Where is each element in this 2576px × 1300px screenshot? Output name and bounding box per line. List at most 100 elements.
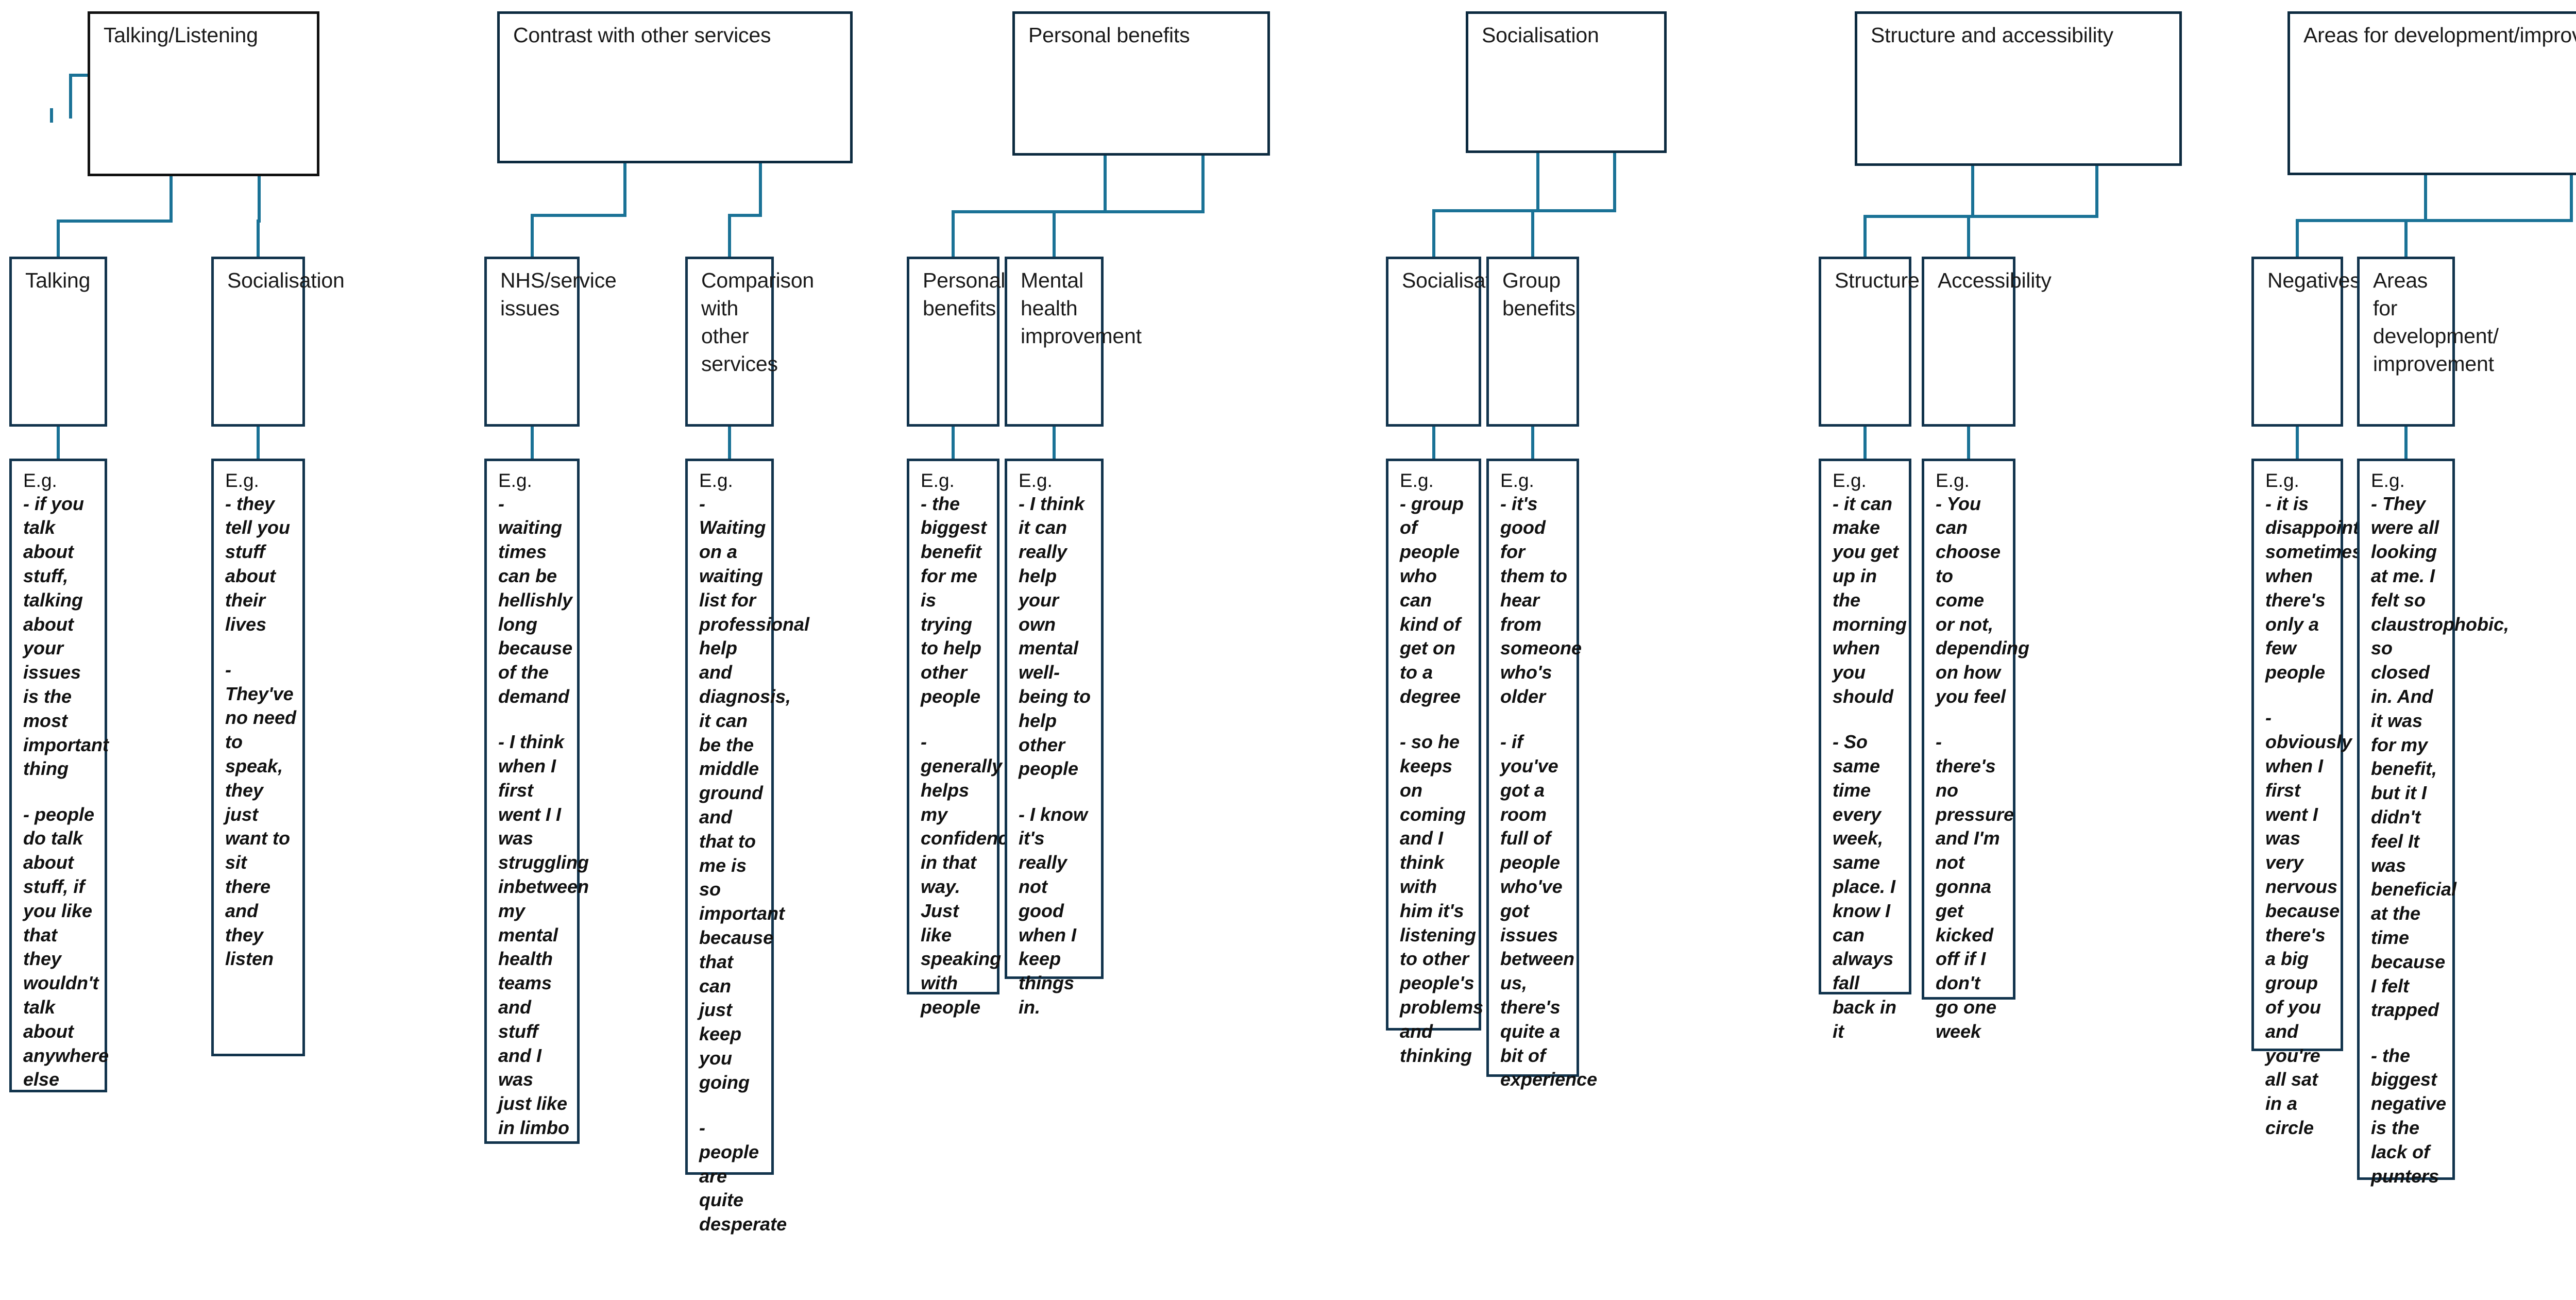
- quote-box[interactable]: E.g. - They were all looking at me. I fe…: [2357, 459, 2515, 1187]
- theme-box-talking-listening[interactable]: Talking/Listening: [88, 11, 319, 176]
- connector-vertical: [2095, 166, 2098, 215]
- connector-vertical: [952, 427, 955, 459]
- theme-label: Personal benefits: [1028, 23, 1190, 47]
- theme-box-socialisation[interactable]: Socialisation: [1466, 11, 1667, 153]
- connector-vertical: [257, 427, 260, 459]
- quote-box[interactable]: E.g. - if you talk about stuff, talking …: [9, 459, 114, 1092]
- eg-label: E.g.: [921, 470, 955, 491]
- subtheme-box-nhs-service-issues[interactable]: NHS/service issues: [484, 257, 617, 427]
- connector-vertical: [728, 427, 731, 459]
- quote-box[interactable]: E.g. - it's good for them to hear from s…: [1486, 459, 1597, 1090]
- subtheme-label: Negatives: [2267, 268, 2361, 292]
- connector-vertical: [258, 176, 261, 220]
- quote-box[interactable]: E.g. - waiting times can be hellishly lo…: [484, 459, 589, 1144]
- subtheme-box-socialisation[interactable]: Socialisation: [1386, 257, 1519, 427]
- quote-text: - people are quite desperate: [699, 1117, 787, 1235]
- connector-horizontal: [1967, 215, 2098, 218]
- quote-box[interactable]: E.g. - Waiting on a waiting list for pro…: [685, 459, 815, 1235]
- connector-horizontal: [2404, 219, 2573, 223]
- subtheme-label: Mental health improvement: [1021, 268, 1142, 348]
- connector-vertical: [2404, 219, 2408, 257]
- connector-vertical: [952, 210, 955, 257]
- subtheme-box-accessibility[interactable]: Accessibility: [1922, 257, 2052, 427]
- eg-label: E.g.: [2265, 470, 2299, 491]
- connector-horizontal: [1053, 210, 1205, 213]
- connector-vertical: [1971, 166, 1974, 215]
- theme-box-personal-benefits[interactable]: Personal benefits: [1012, 11, 1270, 156]
- quote-text: - They've no need to speak, they just wa…: [225, 659, 302, 970]
- subtheme-label: Areas for development/ improvement: [2373, 268, 2499, 376]
- quote-text: - generally helps my confidence in that …: [921, 731, 1019, 1018]
- connector-vertical: [1863, 215, 1867, 257]
- connector-horizontal: [530, 213, 627, 217]
- subtheme-label: Socialisation: [1402, 268, 1519, 292]
- subtheme-box-areas-for-development-improvement[interactable]: Areas for development/ improvement: [2357, 257, 2499, 427]
- quote-text: - I think it can really help your own me…: [1019, 493, 1096, 780]
- quote-text: - it's good for them to hear from someon…: [1500, 493, 1587, 707]
- quote-text: - if you've got a room full of people wh…: [1500, 731, 1598, 1090]
- quote-box[interactable]: E.g. - group of people who can kind of g…: [1386, 459, 1483, 1066]
- connector-vertical: [2424, 175, 2428, 220]
- quote-box[interactable]: E.g. - it can make you get up in the mor…: [1819, 459, 1912, 1042]
- connector-horizontal: [1863, 215, 1974, 218]
- connector-vertical: [1967, 215, 1970, 257]
- subtheme-label: Socialisation: [227, 268, 345, 292]
- connector-vertical: [2296, 219, 2299, 257]
- eg-label: E.g.: [1400, 470, 1434, 491]
- connector-vertical: [1053, 427, 1056, 459]
- quote-text: - waiting times can be hellishly long be…: [498, 493, 578, 707]
- quote-box[interactable]: E.g. - it is disappointing sometimes whe…: [2251, 459, 2387, 1138]
- subtheme-box-group-benefits[interactable]: Group benefits: [1486, 257, 1579, 427]
- quote-text: - the biggest negative is the lack of pu…: [2371, 1044, 2452, 1187]
- connector-vertical: [1863, 427, 1867, 459]
- subtheme-label: Talking: [25, 268, 91, 292]
- theme-label: Socialisation: [1482, 23, 1599, 47]
- quote-text: - they tell you stuff about their lives: [225, 493, 296, 635]
- connector-vertical: [1432, 427, 1435, 459]
- theme-label: Contrast with other services: [513, 23, 771, 47]
- quote-text: - if you talk about stuff, talking about…: [23, 493, 114, 780]
- quote-text: - obviously when I first went I was very…: [2265, 707, 2358, 1138]
- eg-label: E.g.: [1936, 470, 1970, 491]
- connector-horizontal: [57, 220, 173, 223]
- subtheme-box-structure[interactable]: Structure: [1819, 257, 1920, 427]
- quote-text: - so he keeps on coming and I think with…: [1400, 731, 1484, 1066]
- eg-label: E.g.: [1019, 470, 1053, 491]
- quote-box[interactable]: E.g. - You can choose to come or not, de…: [1922, 459, 2029, 1042]
- connector-vertical: [1201, 156, 1205, 210]
- subtheme-label: Structure: [1835, 268, 1920, 292]
- quote-text: - group of people who can kind of get on…: [1400, 493, 1469, 707]
- subtheme-box-talking[interactable]: Talking: [9, 257, 107, 427]
- theme-label: Talking/Listening: [104, 23, 258, 47]
- quote-box[interactable]: E.g. - I think it can really help your o…: [1005, 459, 1104, 1018]
- connector-horizontal: [728, 213, 762, 217]
- subtheme-box-personal-benefits[interactable]: Personal benefits: [907, 257, 1005, 427]
- theme-box-contrast-with-other-services[interactable]: Contrast with other services: [497, 11, 853, 163]
- connector-horizontal: [69, 74, 104, 77]
- subtheme-box-socialisation[interactable]: Socialisation: [211, 257, 345, 427]
- connector-vertical: [1613, 153, 1616, 209]
- quote-text: - Waiting on a waiting list for professi…: [699, 493, 815, 1093]
- connector-horizontal: [2296, 219, 2428, 223]
- eg-label: E.g.: [498, 470, 532, 491]
- quote-text: - They were all looking at me. I felt so…: [2371, 493, 2515, 1021]
- subtheme-box-negatives[interactable]: Negatives: [2251, 257, 2361, 427]
- eg-label: E.g.: [2371, 470, 2405, 491]
- connector-vertical: [1536, 153, 1540, 209]
- subtheme-label: Group benefits: [1502, 268, 1576, 320]
- connector-horizontal: [952, 210, 1107, 213]
- connector-horizontal: [1531, 209, 1616, 212]
- connector-vertical: [1053, 210, 1056, 257]
- eg-label: E.g.: [1833, 470, 1867, 491]
- quote-text: - it can make you get up in the morning …: [1833, 493, 1912, 707]
- connector-vertical: [57, 220, 60, 257]
- quote-text: - people do talk about stuff, if you lik…: [23, 803, 114, 1090]
- subtheme-box-mental-health-improvement[interactable]: Mental health improvement: [1005, 257, 1142, 427]
- theme-box-structure-and-accessibility[interactable]: Structure and accessibility: [1855, 11, 2182, 166]
- quote-text: - the biggest benefit for me is trying t…: [921, 493, 992, 707]
- quote-box[interactable]: E.g. - they tell you stuff about their l…: [211, 459, 305, 1056]
- theme-box-areas-for-development-improvement[interactable]: Areas for development/improvement: [2287, 11, 2576, 175]
- subtheme-box-comparison-with-other-services[interactable]: Comparison with other services: [685, 257, 814, 427]
- quote-box[interactable]: E.g. - the biggest benefit for me is try…: [907, 459, 1019, 1018]
- connector-vertical: [530, 213, 534, 257]
